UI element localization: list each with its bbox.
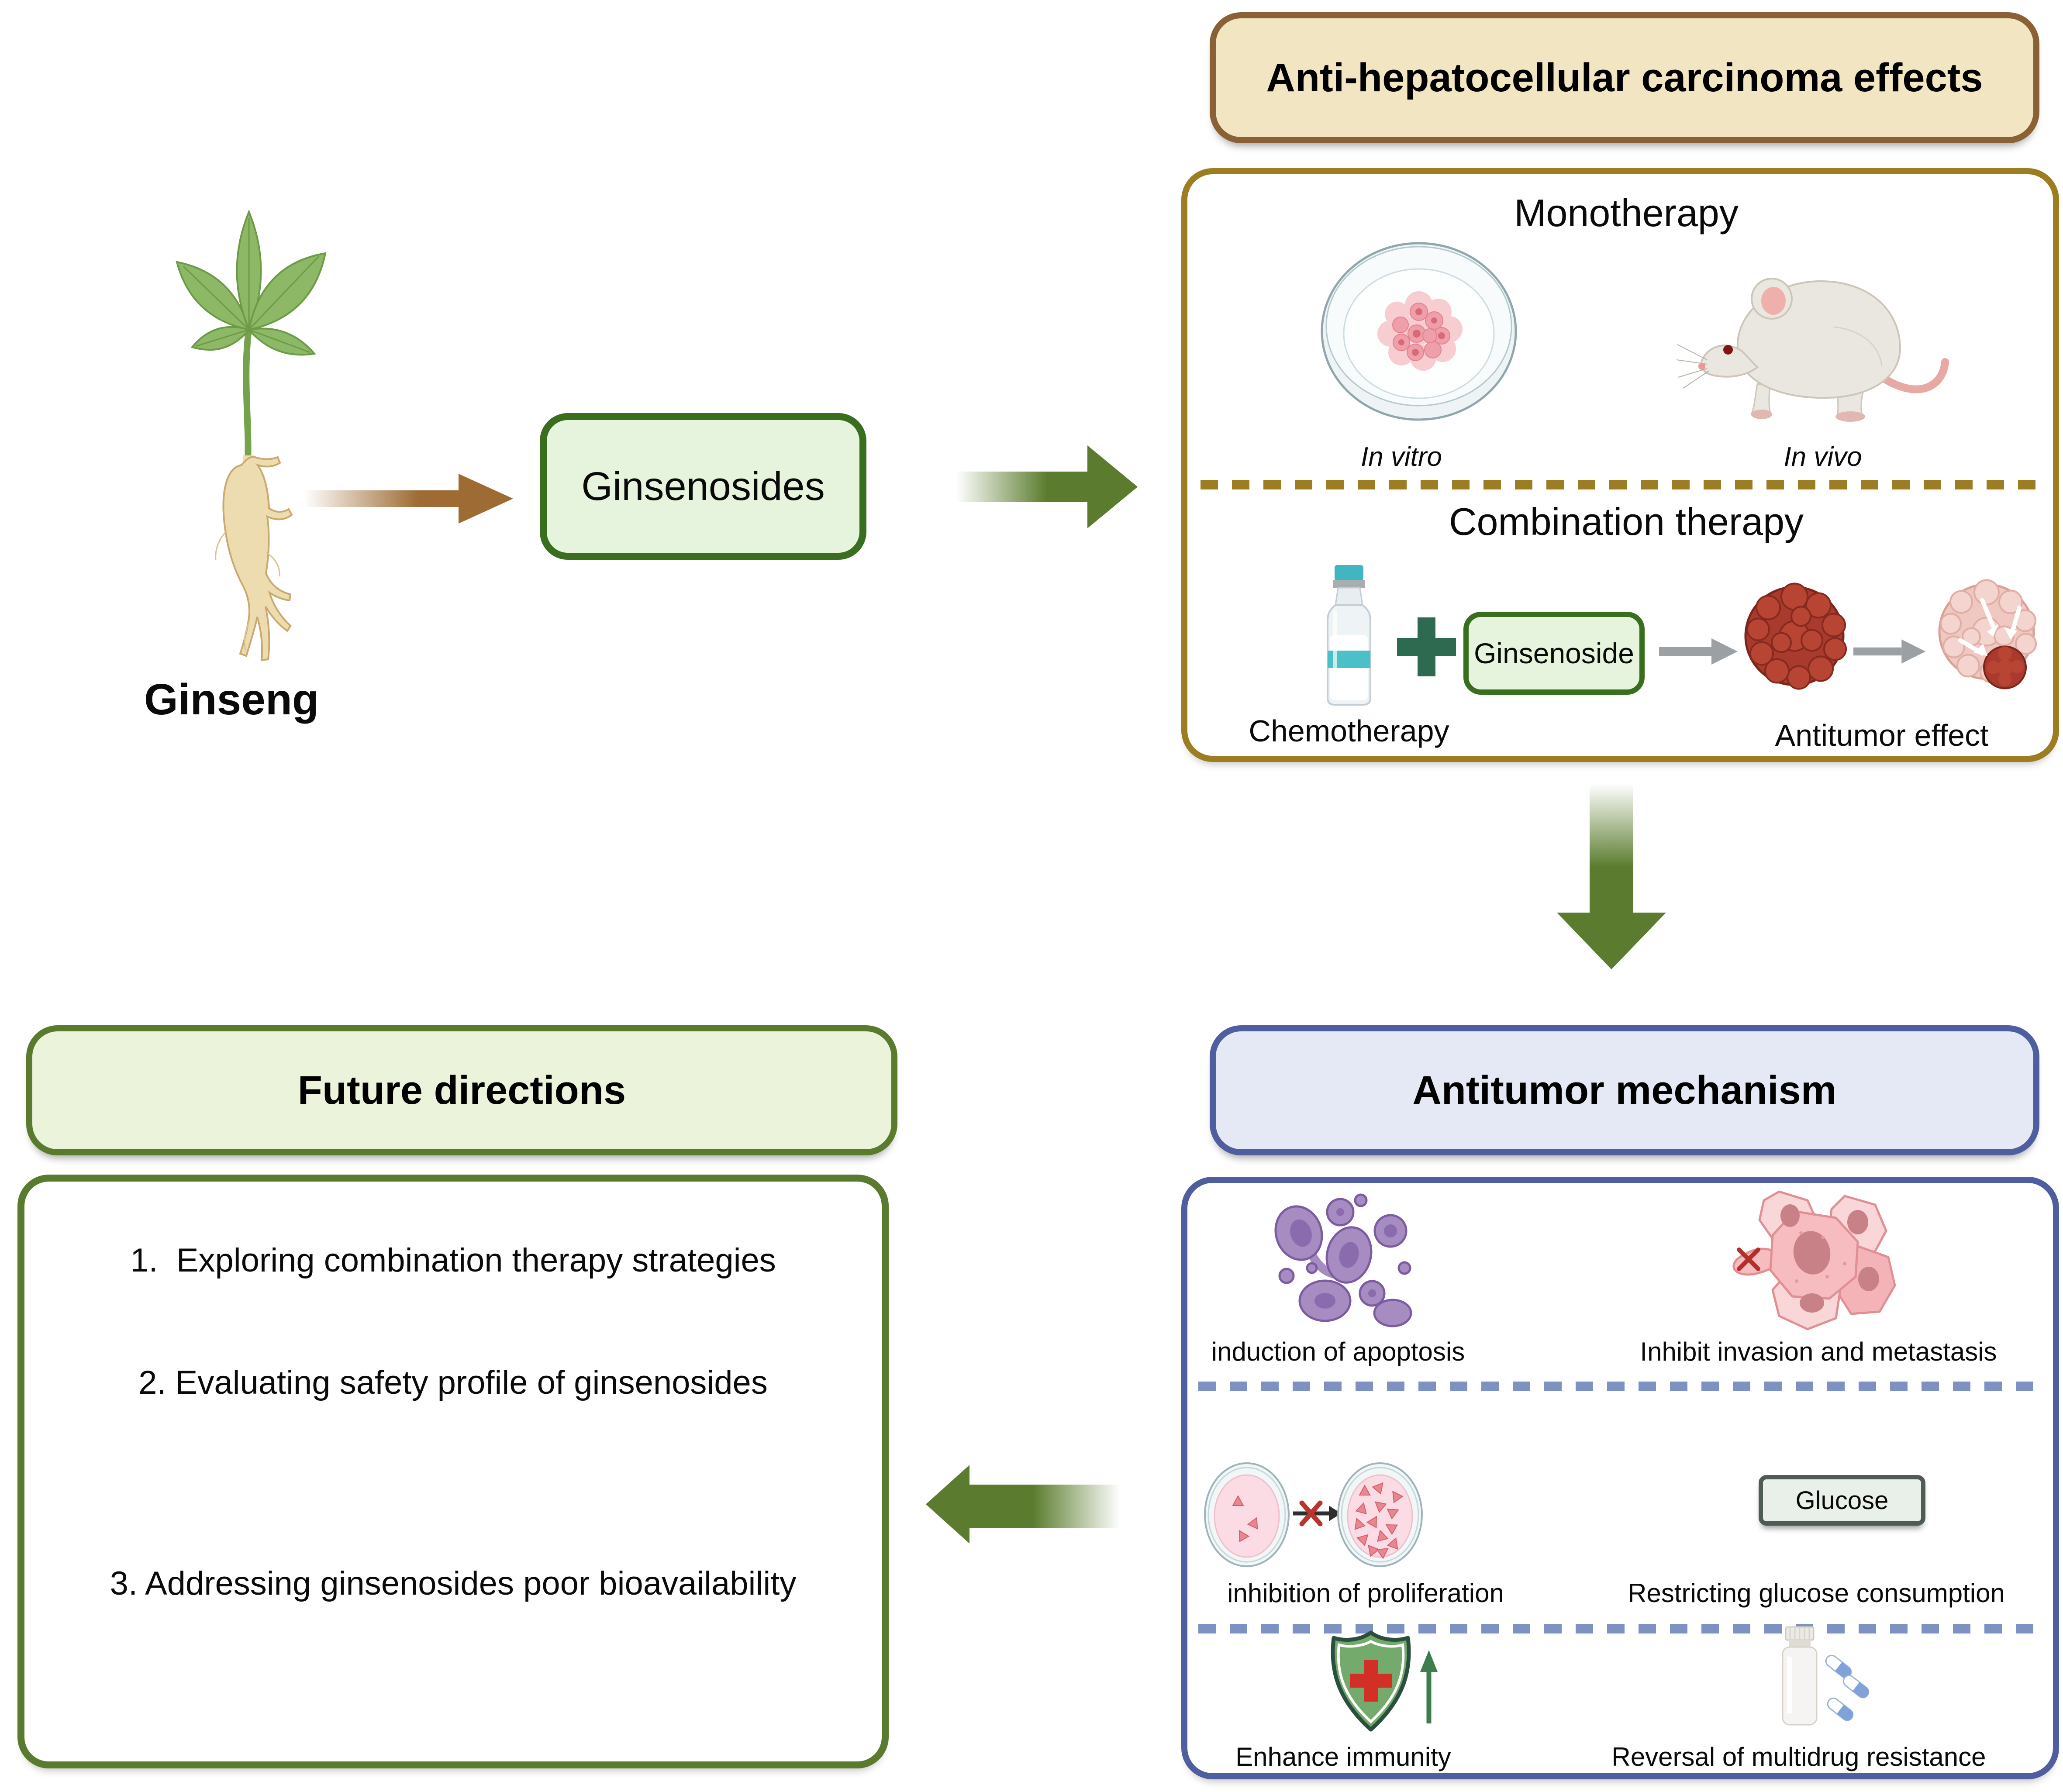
invasion-label: Inhibit invasion and metastasis bbox=[1640, 1337, 1997, 1366]
ginsenoside-box: Ginsenoside bbox=[1463, 612, 1645, 695]
mechanism-panel: induction of apoptosis Inhibit invasion … bbox=[1181, 1177, 2059, 1779]
mouse-icon bbox=[1677, 278, 1949, 422]
future-item-3: 3. Addressing ginsenosides poor bioavail… bbox=[110, 1565, 797, 1602]
ginseng-label: Ginseng bbox=[144, 675, 319, 724]
immunity-shield-icon bbox=[1331, 1630, 1438, 1732]
invasion-cells-icon bbox=[1732, 1190, 1896, 1330]
glucose-label: Restricting glucose consumption bbox=[1628, 1578, 2005, 1608]
mdr-label: Reversal of multidrug resistance bbox=[1611, 1742, 1986, 1771]
pill-bottle-icon bbox=[1782, 1626, 1870, 1726]
carcinoma-panel: Monotherapy bbox=[1181, 168, 2059, 762]
gray-arrow-icon bbox=[1659, 638, 1738, 665]
dashed-divider-blue bbox=[1198, 1382, 2042, 1391]
ginsenosides-to-effects-arrow bbox=[956, 445, 1138, 528]
future-header: Future directions bbox=[26, 1025, 897, 1155]
immunity-label: Enhance immunity bbox=[1235, 1742, 1451, 1771]
apoptosis-label: induction of apoptosis bbox=[1211, 1337, 1465, 1366]
glucose-box-label: Glucose bbox=[1795, 1486, 1889, 1515]
mechanism-to-future-arrow bbox=[926, 1465, 1120, 1544]
in-vitro-label: In vitro bbox=[1360, 442, 1442, 472]
combination-title: Combination therapy bbox=[1449, 500, 1804, 543]
ginseng-plant-icon bbox=[176, 209, 327, 662]
mechanism-header: Antitumor mechanism bbox=[1210, 1025, 2039, 1155]
future-item-2: 2. Evaluating safety profile of ginsenos… bbox=[138, 1364, 768, 1401]
dashed-divider-blue bbox=[1198, 1624, 2042, 1633]
in-vivo-label: In vivo bbox=[1784, 442, 1862, 472]
shrinking-tumor-icon bbox=[1938, 579, 2037, 689]
monotherapy-title: Monotherapy bbox=[1514, 191, 1739, 234]
antitumor-effect-label: Antitumor effect bbox=[1775, 718, 1989, 752]
carcinoma-header: Anti-hepatocellular carcinoma effects bbox=[1210, 12, 2039, 143]
apoptosis-cells-icon bbox=[1274, 1193, 1412, 1327]
tumor-icon bbox=[1744, 582, 1847, 690]
plus-icon bbox=[1397, 617, 1456, 676]
ginsenosides-box: Ginsenosides bbox=[540, 413, 866, 560]
carcinoma-header-label: Anti-hepatocellular carcinoma effects bbox=[1266, 55, 1983, 100]
proliferation-label: inhibition of proliferation bbox=[1227, 1578, 1504, 1608]
gray-arrow-icon bbox=[1853, 639, 1926, 664]
ginsenosides-box-label: Ginsenosides bbox=[581, 464, 825, 509]
dashed-divider-gold bbox=[1201, 480, 2039, 489]
proliferation-dishes-icon bbox=[1204, 1462, 1423, 1567]
ginseng-to-ginsenosides-arrow bbox=[304, 474, 513, 524]
future-header-label: Future directions bbox=[297, 1068, 626, 1113]
glucose-box: Glucose bbox=[1759, 1475, 1925, 1526]
effects-to-mechanism-arrow bbox=[1557, 784, 1666, 969]
chemotherapy-vial-icon bbox=[1327, 565, 1371, 706]
chemotherapy-label: Chemotherapy bbox=[1249, 714, 1449, 748]
ginsenoside-box-label: Ginsenoside bbox=[1474, 637, 1634, 669]
petri-dish-icon bbox=[1321, 242, 1517, 421]
future-panel: 1. Exploring combination therapy strateg… bbox=[17, 1175, 889, 1768]
future-item-1: 1. Exploring combination therapy strateg… bbox=[130, 1241, 776, 1279]
mechanism-header-label: Antitumor mechanism bbox=[1412, 1068, 1837, 1113]
